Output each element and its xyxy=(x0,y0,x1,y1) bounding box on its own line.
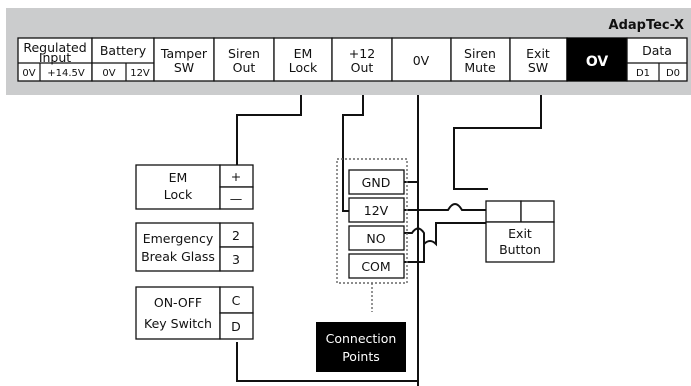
zero-v-highlight-label: OV xyxy=(586,54,609,70)
key-switch-terminal-c: C xyxy=(232,293,241,308)
siren-out-label-1: Siren xyxy=(228,46,260,61)
connection-points-callout: Connection Points xyxy=(316,322,406,372)
plus12-out-label-2: Out xyxy=(351,60,374,75)
key-switch-label-2: Key Switch xyxy=(144,316,212,331)
zero-v-label: 0V xyxy=(413,53,430,68)
data-d0: D0 xyxy=(666,68,680,79)
exit-button-component: Exit Button xyxy=(485,200,555,263)
exit-sw-label-1: Exit xyxy=(526,46,550,61)
key-switch-label-1: ON-OFF xyxy=(154,295,202,310)
wire-plus12 xyxy=(342,95,364,212)
wiring xyxy=(236,95,542,386)
wire-no xyxy=(404,227,425,246)
brand-label: AdapTec-X xyxy=(609,18,684,33)
regulated-input-label-2: Input xyxy=(39,50,71,65)
wire-com xyxy=(404,210,542,263)
callout-label-2: Points xyxy=(342,349,380,364)
break-glass-terminal-3: 3 xyxy=(232,252,240,267)
tamper-sw-label-2: SW xyxy=(174,60,194,75)
relay-no: NO xyxy=(366,231,385,246)
callout-label-1: Connection xyxy=(326,331,397,346)
exit-sw-label-2: SW xyxy=(528,60,548,75)
battery-12v: 12V xyxy=(130,68,150,79)
wire-key-switch xyxy=(236,342,418,382)
terminal-regulated-input: Regulated Input 0V +14.5V xyxy=(17,37,93,82)
key-switch-terminal-d: D xyxy=(231,319,241,334)
wire-12v xyxy=(404,203,489,223)
terminal-data: Data D1 D0 xyxy=(626,37,688,82)
relay-com: COM xyxy=(361,259,390,274)
tamper-sw-label-1: Tamper xyxy=(160,46,208,61)
regulated-input-145v: +14.5V xyxy=(47,68,85,79)
siren-mute-label-2: Mute xyxy=(464,60,496,75)
terminal-siren-mute: Siren Mute xyxy=(450,37,511,82)
em-lock-component: EM Lock + — xyxy=(135,164,254,210)
terminal-siren-out: Siren Out xyxy=(213,37,275,82)
em-lock-terminal-label-1: EM xyxy=(294,46,313,61)
em-lock-minus: — xyxy=(230,191,243,206)
exit-button-label-1: Exit xyxy=(508,226,532,241)
terminal-plus12-out: +12 Out xyxy=(331,37,393,82)
relay-gnd: GND xyxy=(362,175,391,190)
wire-exit-sw xyxy=(453,95,542,190)
regulated-input-0v: 0V xyxy=(22,68,35,79)
battery-label: Battery xyxy=(100,43,147,58)
break-glass-label-1: Emergency xyxy=(143,231,214,246)
terminal-em-lock: EM Lock xyxy=(273,37,333,82)
data-d1: D1 xyxy=(636,68,650,79)
break-glass-component: Emergency Break Glass 2 3 xyxy=(135,222,254,272)
em-lock-label-1: EM xyxy=(169,170,188,185)
plus12-out-label-1: +12 xyxy=(349,46,375,61)
relay-terminal-block: GND 12V NO COM xyxy=(336,158,408,312)
terminal-battery: Battery 0V 12V xyxy=(91,37,155,82)
siren-out-label-2: Out xyxy=(233,60,256,75)
data-label: Data xyxy=(642,43,672,58)
siren-mute-label-1: Siren xyxy=(464,46,496,61)
terminal-exit-sw: Exit SW xyxy=(509,37,568,82)
break-glass-label-2: Break Glass xyxy=(141,249,215,264)
exit-button-label-2: Button xyxy=(499,242,541,257)
terminal-0v-highlight: OV xyxy=(566,37,628,82)
key-switch-component: ON-OFF Key Switch C D xyxy=(135,286,254,340)
relay-12v: 12V xyxy=(364,203,389,218)
em-lock-terminal-label-2: Lock xyxy=(289,60,318,75)
wire-em-lock xyxy=(236,95,302,165)
break-glass-terminal-2: 2 xyxy=(232,228,240,243)
terminal-strip: Regulated Input 0V +14.5V Battery 0V 12V… xyxy=(17,37,688,82)
em-lock-label-2: Lock xyxy=(164,187,193,202)
regulated-input-label-1: Regulated xyxy=(23,40,86,55)
battery-0v: 0V xyxy=(102,68,115,79)
terminal-0v: 0V xyxy=(391,37,452,82)
em-lock-plus: + xyxy=(231,169,241,184)
terminal-tamper-sw: Tamper SW xyxy=(153,37,215,82)
